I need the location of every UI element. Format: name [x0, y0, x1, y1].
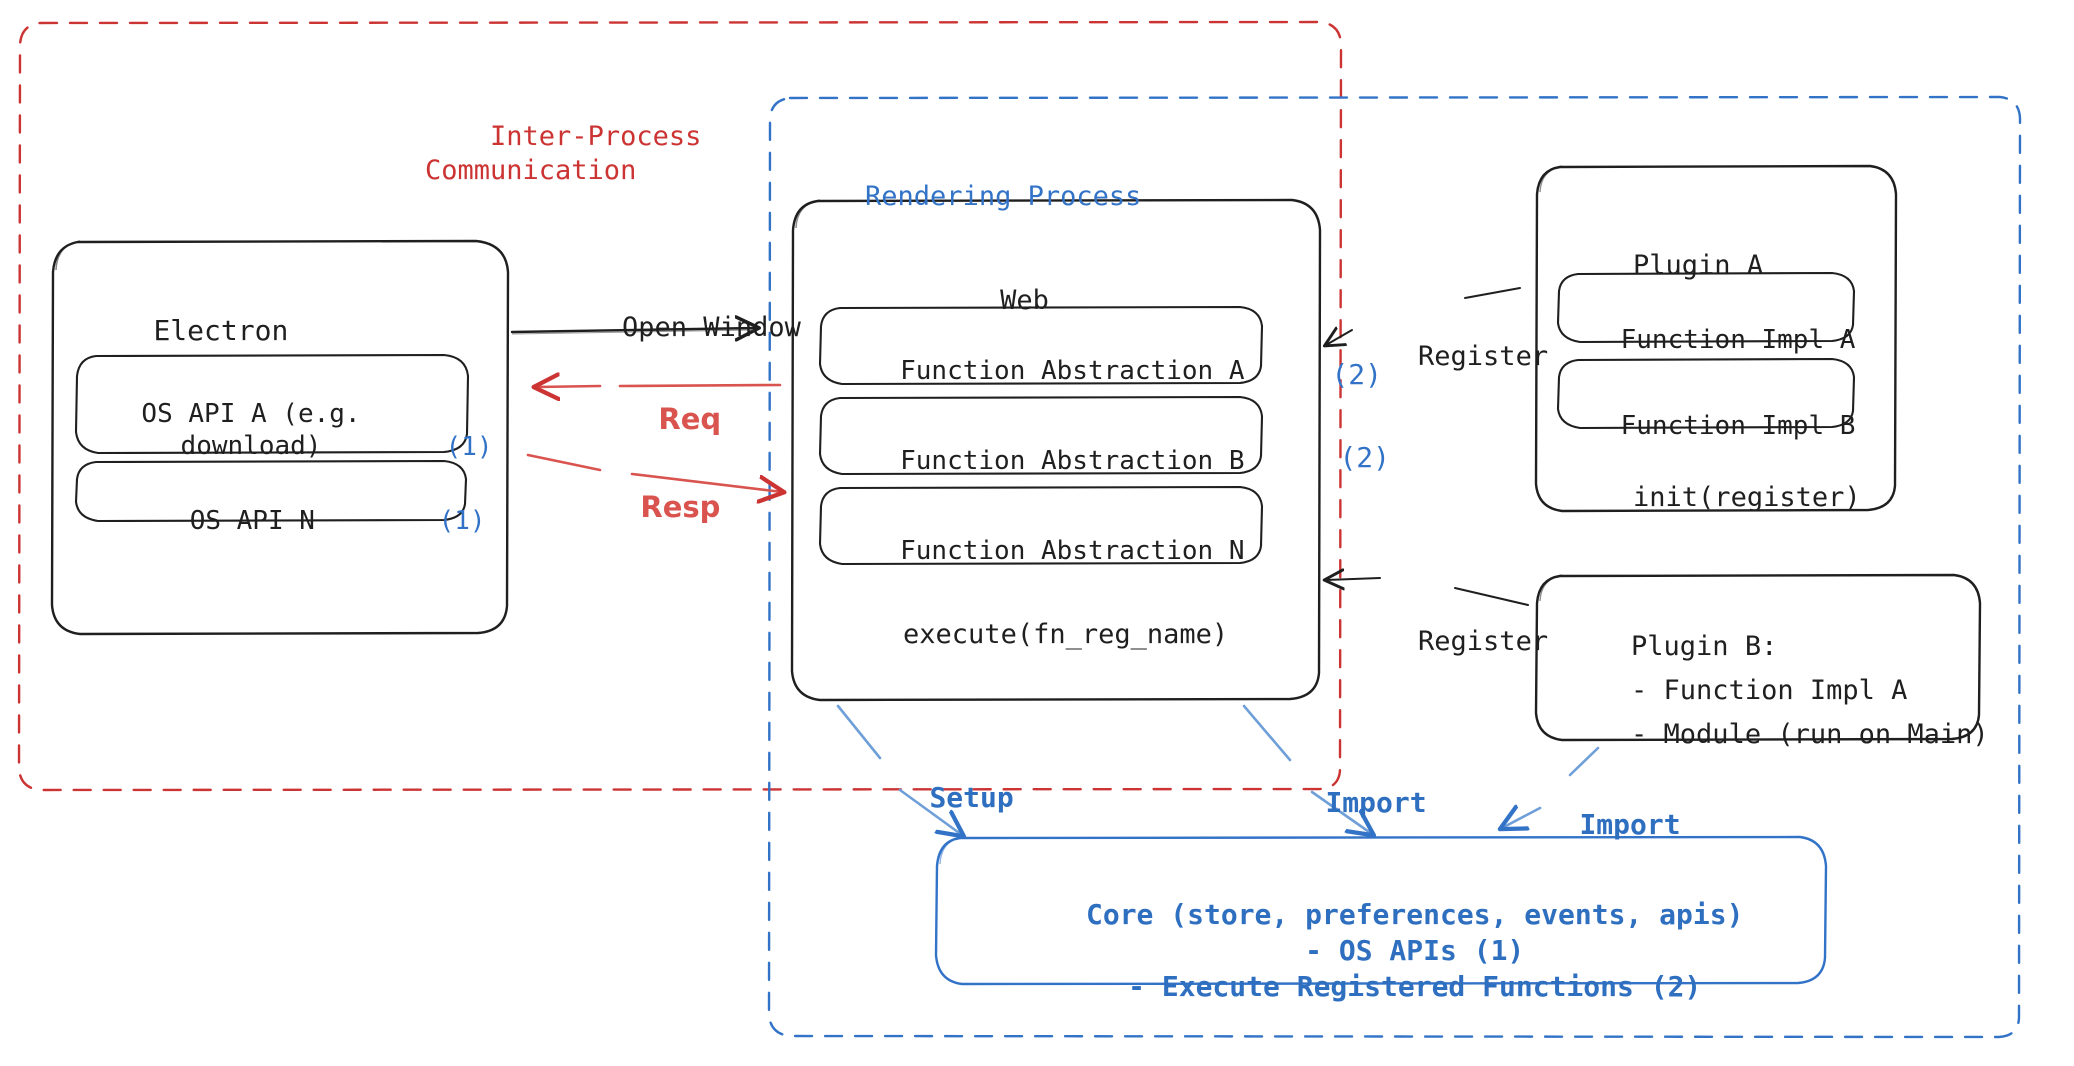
group-label-rendering-process: Rendering Process: [865, 180, 1142, 212]
box-core: [934, 835, 1828, 986]
group-label-inter-process-communication: Inter-Process Communication: [425, 120, 702, 186]
edge-register-a: [1326, 287, 1521, 345]
box-electron: [50, 239, 510, 636]
plugin-a-item-function-impl-b: Function Impl B: [1620, 410, 1856, 441]
box-title-web: Web: [1000, 284, 1049, 316]
edge-label-import-web: Import: [1325, 786, 1427, 819]
electron-item-os-api-a: OS API A (e.g. download): [141, 398, 361, 462]
edge-req: [536, 385, 782, 387]
edge-setup: [836, 704, 962, 835]
edge-open-window: [510, 328, 757, 334]
electron-item-os-api-a-tag: (1): [445, 431, 493, 462]
core-line-title: Core (store, preferences, events, apis): [1085, 898, 1744, 931]
box-plugin-a: [1534, 164, 1898, 513]
plugin-a-footer-init-register: init(register): [1633, 481, 1861, 513]
box-web: [790, 198, 1322, 702]
box-plugin-b: [1534, 573, 1982, 742]
edge-import-web: [1242, 704, 1372, 834]
edge-label-import-plugin: Import: [1579, 808, 1681, 841]
box-title-electron: Electron: [153, 314, 289, 347]
edge-label-setup: Setup: [929, 781, 1014, 814]
web-item-function-abstraction-n: Function Abstraction N: [900, 535, 1245, 566]
edge-import-plugin: [1502, 746, 1600, 828]
edge-label-register-b: Register: [1418, 625, 1549, 657]
edge-resp: [526, 453, 782, 492]
web-footer-execute: execute(fn_reg_name): [903, 618, 1229, 650]
group-inter-process-communication: [17, 20, 1343, 792]
core-line-os-apis: - OS APIs (1): [1305, 934, 1525, 967]
electron-item-os-api-n-tag: (1): [438, 505, 486, 536]
group-rendering-process: [767, 95, 2022, 1039]
plugin-a-item-function-impl-a: Function Impl A: [1620, 324, 1856, 355]
web-item-function-abstraction-b-tag: (2): [1339, 441, 1391, 474]
core-line-execute-registered: - Execute Registered Functions (2): [1128, 970, 1702, 1003]
plugin-b-line-module: - Module (run on Main): [1631, 718, 1989, 750]
edge-register-b: [1326, 578, 1529, 606]
web-item-function-abstraction-a-tag: (2): [1331, 358, 1383, 391]
edge-label-resp: Resp: [640, 490, 721, 525]
electron-item-os-api-n: OS API N: [189, 505, 315, 536]
plugin-b-line-title: Plugin B:: [1631, 630, 1778, 662]
plugin-b-line-function-impl-a: - Function Impl A: [1631, 674, 1908, 706]
web-item-function-abstraction-b: Function Abstraction B: [900, 445, 1245, 476]
web-item-function-abstraction-a: Function Abstraction A: [900, 355, 1245, 386]
edge-label-register-a: Register: [1418, 340, 1549, 372]
edge-label-open-window: Open Window: [622, 311, 801, 343]
box-title-plugin-a: Plugin A: [1633, 249, 1764, 281]
edge-label-req: Req: [658, 402, 722, 437]
